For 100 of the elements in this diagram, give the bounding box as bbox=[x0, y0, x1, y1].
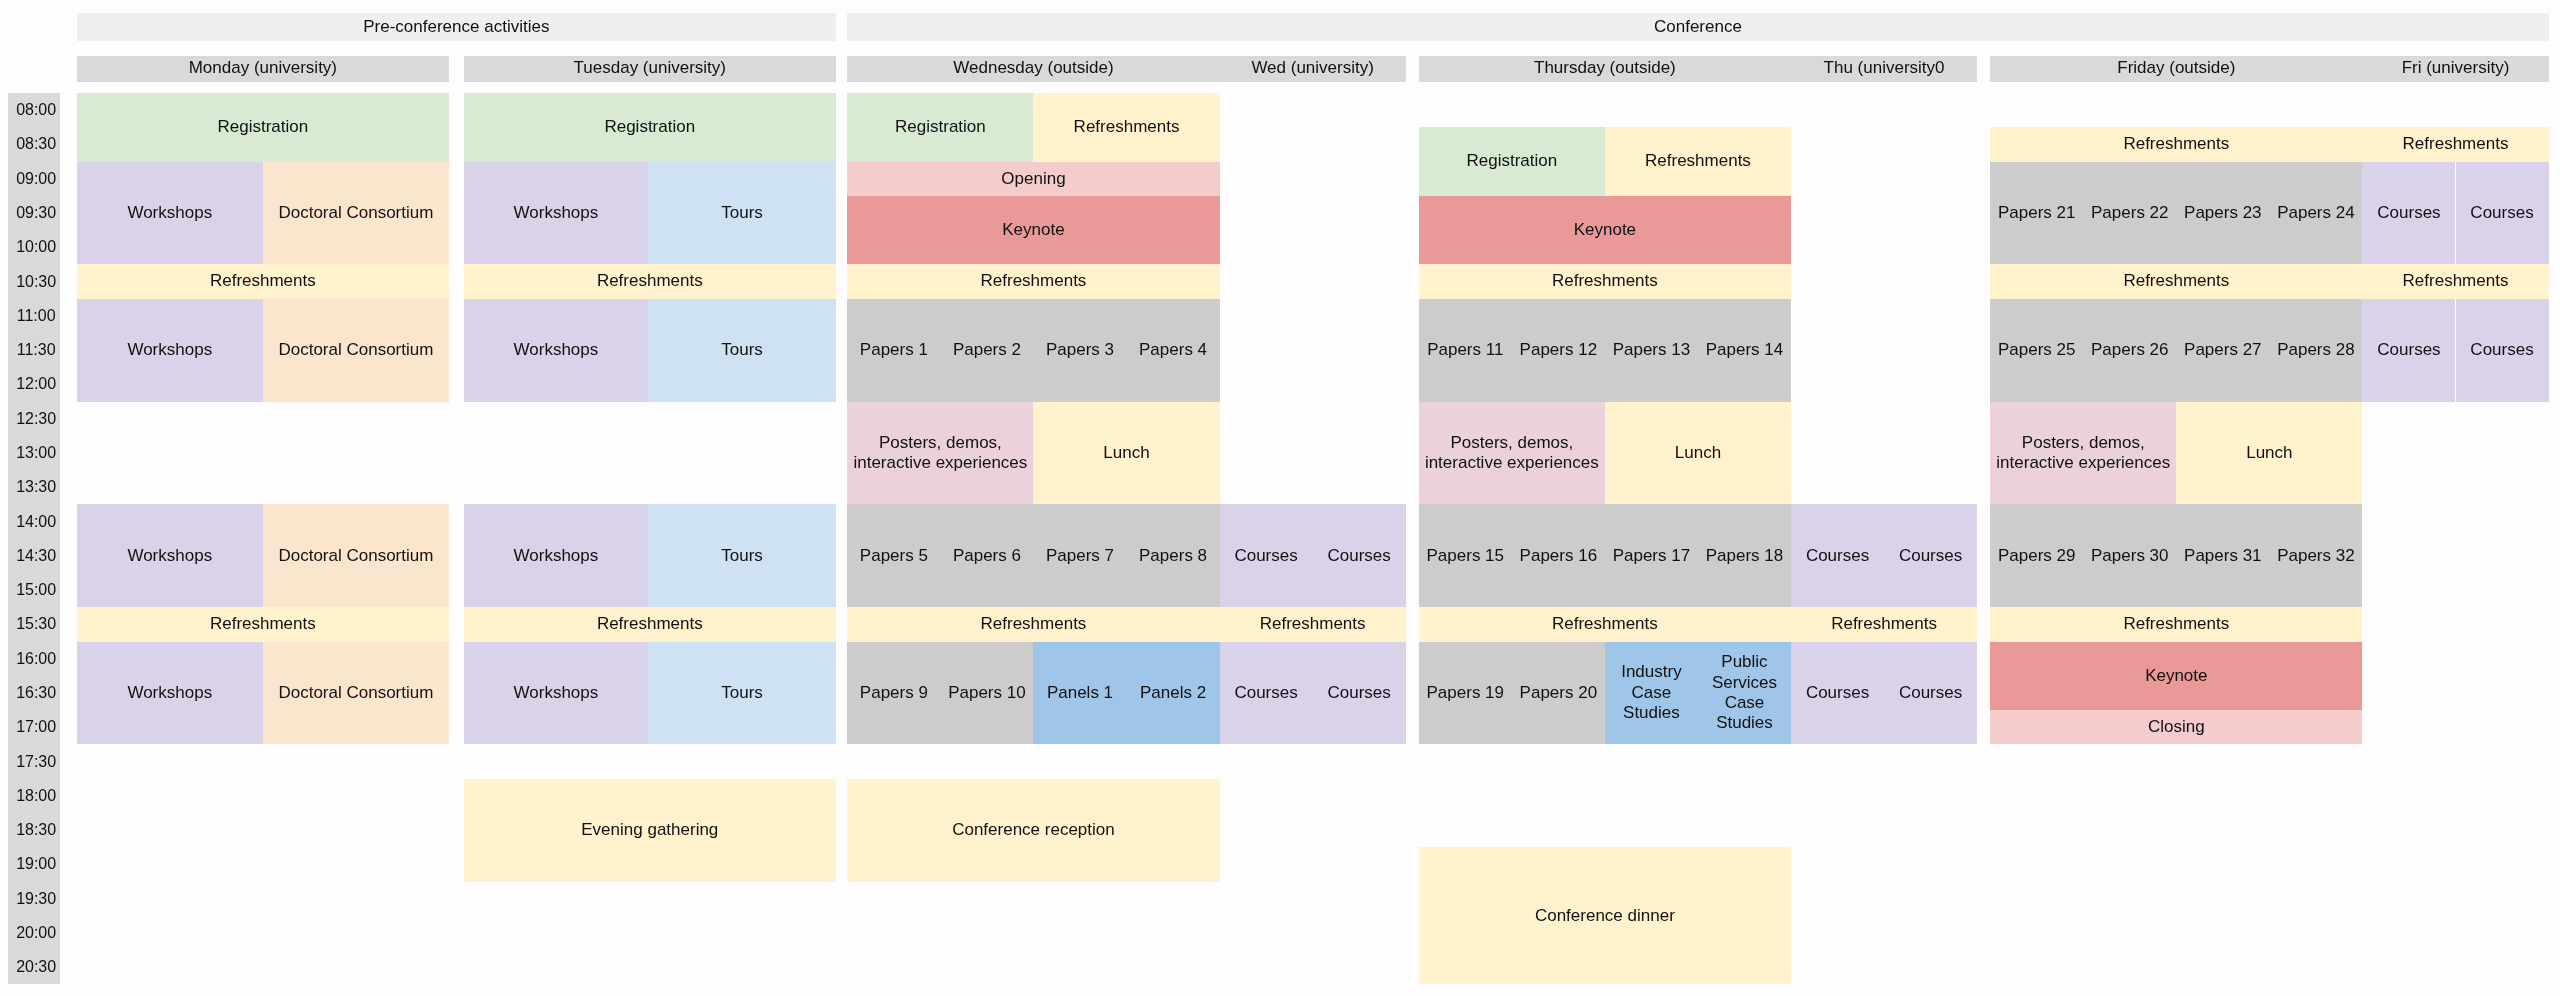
session-block bbox=[1791, 641, 1885, 745]
session-title: Workshops bbox=[127, 545, 213, 567]
session-block bbox=[2176, 401, 2363, 505]
session-title: Papers 11 bbox=[1427, 340, 1504, 361]
session-block bbox=[1312, 504, 1406, 608]
session-title: Papers 31 bbox=[2184, 545, 2262, 567]
session-block bbox=[1418, 195, 1791, 265]
session-title: Tours bbox=[721, 545, 763, 567]
time-label: 11:00 bbox=[15, 306, 57, 325]
session-title: Papers 8 bbox=[1139, 545, 1208, 567]
session-block bbox=[463, 778, 836, 882]
session-block bbox=[2269, 504, 2363, 608]
session-title: Refreshments bbox=[1551, 271, 1658, 292]
session-title: Papers 13 bbox=[1612, 340, 1691, 361]
session-block bbox=[1418, 401, 1605, 505]
session-block bbox=[1990, 264, 2363, 299]
session-block bbox=[1990, 607, 2363, 642]
time-label: 18:30 bbox=[15, 821, 58, 840]
time-label: 15:00 bbox=[15, 581, 58, 600]
session-block bbox=[1697, 504, 1791, 608]
session-block bbox=[463, 93, 836, 162]
session-title: Papers 19 bbox=[1426, 682, 1505, 704]
session-block bbox=[1697, 298, 1791, 402]
session-title: Registration bbox=[1466, 151, 1558, 172]
session-title: Papers 18 bbox=[1705, 545, 1784, 567]
session-block bbox=[76, 504, 263, 608]
session-title: Courses bbox=[2377, 340, 2441, 361]
session-title: Papers 21 bbox=[1997, 202, 2076, 224]
session-title: Keynote bbox=[1002, 220, 1065, 241]
session-title: Papers 20 bbox=[1519, 682, 1598, 704]
session-title: Papers 12 bbox=[1519, 340, 1598, 361]
session-title: Workshops bbox=[513, 682, 599, 704]
column-header bbox=[1219, 55, 1406, 82]
session-block bbox=[847, 195, 1220, 265]
session-block bbox=[76, 607, 449, 642]
session-title: Registration bbox=[604, 117, 696, 138]
session-title: Workshops bbox=[513, 545, 599, 567]
session-block bbox=[648, 161, 836, 265]
session-title: Refreshments bbox=[596, 614, 703, 635]
session-block bbox=[648, 504, 836, 608]
session-block bbox=[2362, 127, 2549, 162]
session-title: Posters, demos, interactive experiences bbox=[853, 432, 1028, 474]
header-title: Monday (university) bbox=[188, 58, 337, 79]
session-block bbox=[262, 504, 449, 608]
session-block bbox=[76, 641, 263, 745]
session-block bbox=[1418, 298, 1512, 402]
session-block bbox=[1219, 504, 1313, 608]
time-label: 08:30 bbox=[15, 135, 58, 154]
session-block bbox=[1990, 504, 2084, 608]
session-title: Refreshments bbox=[980, 271, 1087, 292]
session-title: Papers 10 bbox=[948, 682, 1026, 704]
session-title: Courses bbox=[1898, 545, 1963, 567]
session-title: Courses bbox=[1805, 682, 1870, 704]
session-title: Panels 2 bbox=[1139, 682, 1207, 704]
session-title: Posters, demos, interactive experiences bbox=[1996, 432, 2171, 474]
session-block bbox=[1418, 641, 1512, 745]
session-block bbox=[1990, 161, 2084, 265]
session-title: Papers 3 bbox=[1045, 340, 1114, 361]
session-title: Refreshments bbox=[2402, 271, 2509, 292]
session-block bbox=[1990, 298, 2084, 402]
session-block bbox=[1312, 641, 1406, 745]
time-label: 10:30 bbox=[15, 272, 58, 291]
session-title: Workshops bbox=[127, 202, 213, 224]
time-label: 09:30 bbox=[15, 204, 58, 223]
session-title: Refreshments bbox=[209, 271, 316, 292]
session-title: Papers 30 bbox=[2091, 545, 2169, 567]
session-title: Refreshments bbox=[2123, 614, 2230, 635]
session-title: Courses bbox=[2470, 340, 2534, 361]
session-block bbox=[262, 161, 449, 265]
session-title: Lunch bbox=[2246, 442, 2293, 464]
session-title: Doctoral Consortium bbox=[278, 545, 434, 567]
session-title: Conference dinner bbox=[1534, 905, 1675, 927]
session-title: Refreshments bbox=[1831, 614, 1937, 635]
session-block bbox=[262, 641, 449, 745]
session-block bbox=[76, 161, 263, 265]
column-header bbox=[463, 55, 836, 82]
session-title: Refreshments bbox=[1259, 614, 1366, 635]
session-title: Refreshments bbox=[2123, 271, 2230, 292]
session-title: Papers 23 bbox=[2184, 202, 2262, 224]
time-label: 14:00 bbox=[15, 512, 58, 531]
column-header bbox=[1791, 55, 1978, 82]
session-block bbox=[847, 641, 941, 745]
session-block bbox=[1604, 401, 1791, 505]
session-block bbox=[2455, 298, 2549, 402]
session-block bbox=[1791, 607, 1978, 642]
session-title: Panels 1 bbox=[1046, 682, 1114, 704]
session-block bbox=[2269, 161, 2363, 265]
session-title: Workshops bbox=[513, 202, 599, 224]
session-title: Papers 1 bbox=[859, 340, 928, 361]
session-title: Courses bbox=[2470, 202, 2534, 224]
session-block bbox=[463, 607, 836, 642]
header-title: Wed (university) bbox=[1251, 58, 1374, 79]
session-title: Papers 16 bbox=[1519, 545, 1598, 567]
session-title: Refreshments bbox=[1551, 614, 1658, 635]
session-title: Papers 5 bbox=[859, 545, 928, 567]
session-title: Refreshments bbox=[2123, 134, 2230, 155]
session-title: Registration bbox=[895, 117, 986, 138]
session-title: Papers 6 bbox=[952, 545, 1021, 567]
time-label: 11:30 bbox=[15, 341, 57, 360]
time-label: 18:00 bbox=[15, 786, 58, 805]
